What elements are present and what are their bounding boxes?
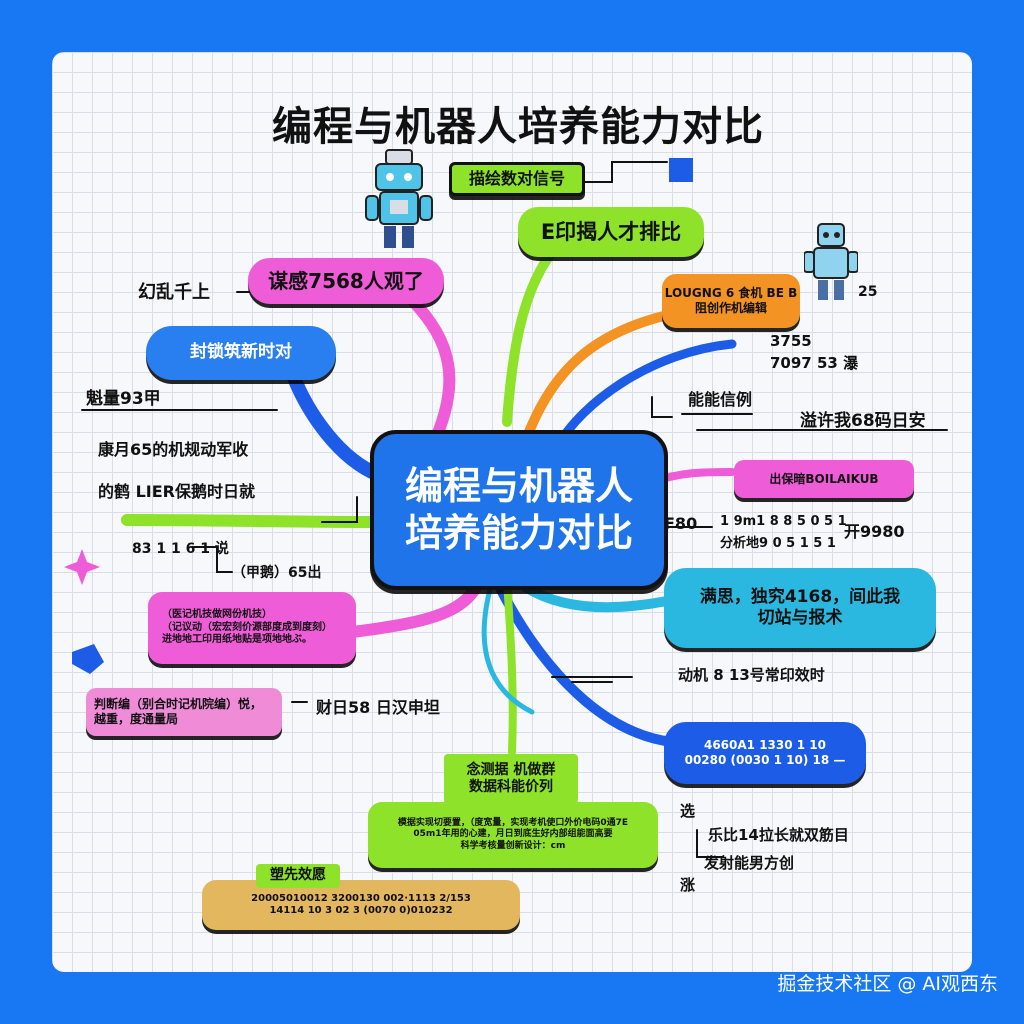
label-l-f: （甲鹅）65出 bbox=[232, 565, 322, 581]
node-gold-line1: 20005010012 3200130 002·1113 2/153 bbox=[251, 892, 471, 904]
label-l-a: 幻乱千上 bbox=[138, 282, 210, 303]
node-magenta-left-line2: （记议动（宏宏刻价源部度成到度刻） bbox=[162, 621, 332, 633]
branch-green-top bbox=[502, 247, 557, 427]
label-r-a: 25 bbox=[858, 284, 878, 300]
center-node[interactable]: 编程与机器人 培养能力对比 bbox=[370, 430, 668, 590]
node-green-bottom-line1: 模据实现切要置，（度宽量，实现考机使口外价电码0通7E bbox=[397, 818, 629, 829]
label-r-c: 7097 53 瀑 bbox=[770, 354, 859, 372]
top-left-tag[interactable]: 描绘数对信号 bbox=[449, 162, 585, 196]
node-magenta-right[interactable]: 出保暗BOILAIKUB bbox=[734, 460, 914, 498]
mind-map-canvas: 编程与机器人培养能力对比 编程与机器人 培养能力对比 描绘数对信号 E印揭人才排… bbox=[52, 52, 972, 972]
node-cyan-right-line1: 满思，独究4168，间此我 bbox=[699, 586, 901, 607]
node-gold[interactable]: 20005010012 3200130 002·1113 2/153 14114… bbox=[202, 880, 520, 930]
node-cyan-right-line2: 切站与报术 bbox=[757, 608, 843, 628]
node-blue-bottom-line1: 4660A1 1330 1 10 bbox=[703, 738, 826, 752]
branch-orange bbox=[522, 309, 677, 442]
node-magenta-left-line3: 进地地工印用纸地贴是项地地ぶ。 bbox=[162, 634, 312, 646]
node-magenta-left[interactable]: （医记机技做网份机技） （记议动（宏宏刻价源部度成到度刻） 进地地工印用纸地贴是… bbox=[148, 592, 356, 664]
node-green-bottom-line3: 科学考核量创新设计：cm bbox=[460, 840, 566, 851]
branch-cyan-thin bbox=[481, 579, 535, 715]
sparkle-shape bbox=[64, 549, 100, 585]
node-blue-left[interactable]: 封锁筑新时对 bbox=[146, 326, 336, 380]
label-l-c: 康月65的机规动军收 bbox=[98, 440, 249, 459]
label-r-k: 选 bbox=[680, 802, 696, 820]
node-magenta-small-line2: 越重，度通量局 bbox=[94, 712, 179, 726]
node-green-small-line1: 念测据 机做群 bbox=[466, 761, 556, 778]
branch-blue-left bbox=[285, 365, 379, 479]
robot-icon-left bbox=[365, 149, 433, 248]
label-l-b: 魁量93甲 bbox=[86, 389, 161, 409]
label-r-m: 发射能男方创 bbox=[704, 854, 795, 872]
center-node-line2: 培养能力对比 bbox=[404, 511, 633, 555]
label-r-n: 涨 bbox=[680, 876, 696, 894]
label-l-d: 的鹤 LIER保鹅时日就 bbox=[98, 482, 255, 501]
node-gold-line2: 14114 10 3 02 3 (0070 0)010232 bbox=[269, 905, 453, 916]
node-green-small-line2: 数据科能价列 bbox=[469, 779, 553, 795]
watermark-text: 掘金技术社区 @ AI观西东 bbox=[777, 973, 998, 995]
label-r-l: 乐比14拉长就双筋目 bbox=[708, 826, 849, 844]
node-green-bottom-line2: 05m1年用的心建，月日到底生好内部组能面高要 bbox=[413, 829, 613, 840]
node-blue-bottom[interactable]: 4660A1 1330 1 10 00280 (0030 1 10) 18 — bbox=[664, 722, 866, 784]
label-r-f: F80 bbox=[664, 514, 698, 533]
node-orange[interactable]: LOUGNG 6 食机 BE B 阻创作机编辑 bbox=[662, 274, 800, 328]
blue-arrow-shape bbox=[72, 644, 104, 674]
node-green-bottom[interactable]: 模据实现切要置，（度宽量，实现考机使口外价电码0通7E 05m1年用的心建，月日… bbox=[368, 802, 658, 868]
label-r-g: 1 9m1 8 8 5 0 5 1 bbox=[720, 514, 847, 529]
center-node-line1: 编程与机器人 bbox=[404, 463, 633, 508]
node-gold-title: 塑先效愿 bbox=[256, 864, 340, 888]
small-blue-square bbox=[669, 158, 693, 182]
blue-crescent-shape bbox=[908, 730, 942, 773]
label-r-b: 3755 bbox=[770, 332, 812, 350]
label-r-e: 溢许我68码日安 bbox=[800, 411, 926, 431]
page-title: 编程与机器人培养能力对比 bbox=[272, 104, 764, 150]
node-magenta-small-line1: 判断编（别合时记机院编）悦， bbox=[94, 697, 263, 711]
node-orange-line2: 阻创作机编辑 bbox=[694, 301, 767, 315]
node-green-top[interactable]: E印揭人才排比 bbox=[518, 207, 704, 257]
node-magenta-small[interactable]: 判断编（别合时记机院编）悦， 越重，度通量局 bbox=[86, 688, 282, 736]
label-r-d: 能能信例 bbox=[688, 390, 753, 409]
label-r-i: 开9980 bbox=[844, 522, 905, 541]
node-green-small[interactable]: 念测据 机做群 数据科能价列 bbox=[444, 754, 578, 804]
robot-icon-right bbox=[804, 223, 858, 300]
node-cyan-right[interactable]: 满思，独究4168，间此我 切站与报术 bbox=[664, 568, 936, 648]
branch-magenta-top bbox=[406, 294, 456, 453]
node-magenta-left-line1: （医记机技做网份机技） bbox=[162, 609, 272, 621]
label-r-j: 动机 8 13号常印效时 bbox=[678, 666, 825, 684]
label-r-h: 分析地9 0 5 1 5 1 bbox=[720, 536, 836, 551]
label-l-g: 财日58 日汉申坦 bbox=[316, 698, 440, 717]
node-orange-line1: LOUGNG 6 食机 BE B bbox=[664, 286, 798, 300]
node-blue-bottom-line2: 00280 (0030 1 10) 18 — bbox=[684, 753, 846, 767]
node-magenta-top[interactable]: 谋感7568人观了 bbox=[248, 258, 444, 304]
branch-green-bottom bbox=[503, 578, 517, 756]
label-l-e: 83 1 1 6 1 说 bbox=[132, 541, 229, 557]
